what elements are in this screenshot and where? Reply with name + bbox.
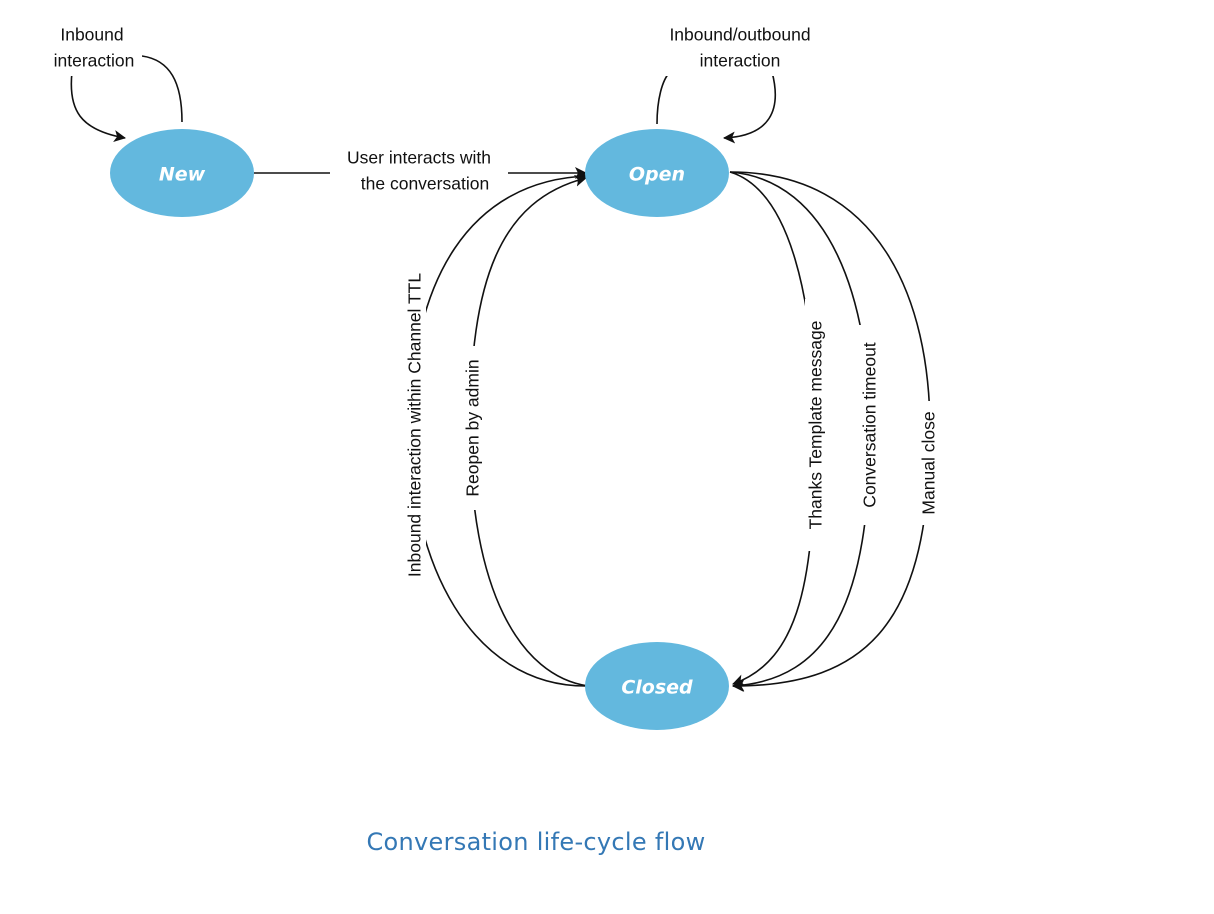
edge-closed-to-open-admin [469,174,589,687]
label-admin-text: Reopen by admin [463,359,483,496]
label-closed-to-open-ttl: Inbound interaction within Channel TTL [404,241,426,609]
label-open-to-closed-manual: Manual close [918,401,940,525]
label-open-self-loop: Inbound/outbound interaction [652,22,828,76]
node-new: New [110,129,254,217]
edge-open-to-closed-timeout [729,171,871,692]
node-new-label: New [159,164,206,186]
edge-closed-to-open-ttl [409,170,589,687]
label-manual-text: Manual close [919,411,939,514]
edge-open-to-closed-manual [729,171,931,692]
label-new-to-open-line-1: User interacts with [347,148,491,168]
label-new-self-line-1: Inbound [60,25,123,45]
label-new-self-loop: Inbound interaction [44,22,142,76]
node-closed: Closed [585,642,729,730]
label-open-to-closed-timeout: Conversation timeout [859,325,881,525]
edge-open-self-loop [656,71,777,138]
label-open-to-closed-thanks: Thanks Template message [805,299,827,551]
figure-caption: Conversation life-cycle flow [366,828,706,856]
node-open: Open [585,129,729,217]
label-new-to-open-line-2: the conversation [361,174,489,194]
node-open-shape [585,129,729,217]
label-closed-to-open-admin: Reopen by admin [462,346,484,510]
label-timeout-text: Conversation timeout [860,342,880,507]
edge-new-self-loop [70,55,183,138]
label-thanks-text: Thanks Template message [806,321,826,530]
label-new-self-line-2: interaction [54,51,135,71]
label-open-self-line-1: Inbound/outbound [669,25,810,45]
label-ttl-text: Inbound interaction within Channel TTL [405,273,425,577]
label-new-to-open: User interacts with the conversation [330,146,508,196]
node-new-shape [110,129,254,217]
edge-open-to-closed-thanks [729,171,816,686]
node-closed-label: Closed [621,677,693,699]
label-open-self-line-2: interaction [700,51,781,71]
node-closed-shape [585,642,729,730]
node-open-label: Open [629,164,685,186]
